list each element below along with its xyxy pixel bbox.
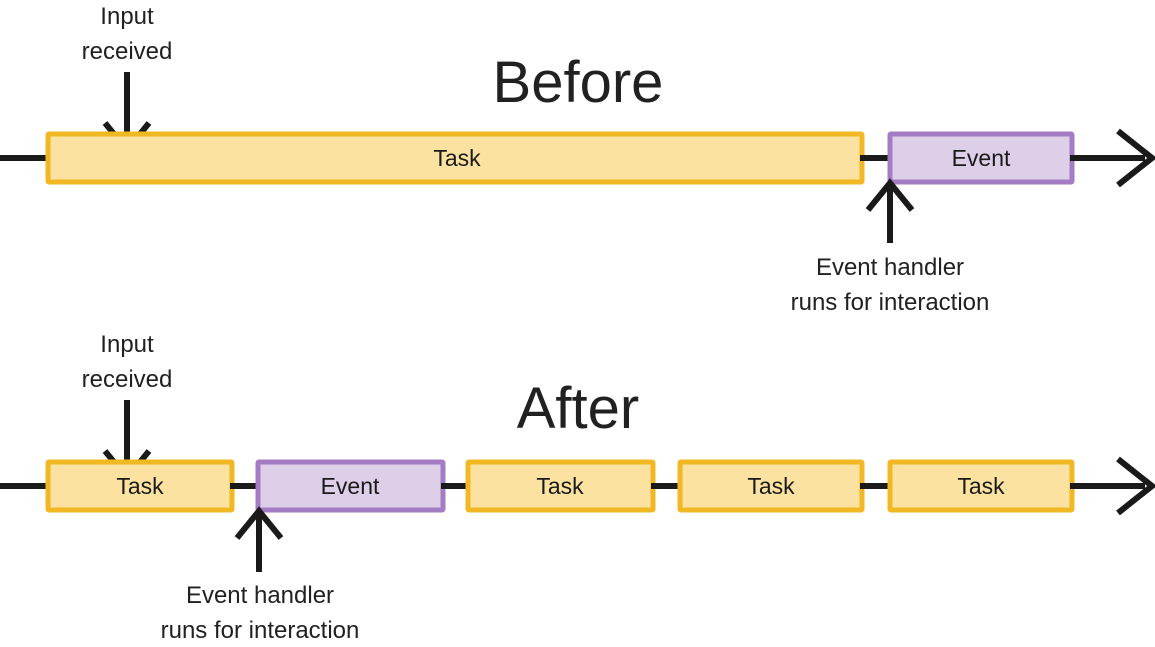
after-section: After Input received Task Ev (0, 331, 1155, 644)
before-section: Before Input received Task (0, 3, 1155, 316)
before-event-label: Event (952, 145, 1011, 171)
before-event-arrow-icon (865, 178, 915, 243)
after-task-label-2: Task (536, 473, 584, 499)
after-event-label: Event (321, 473, 380, 499)
before-input-annotation: Input received (82, 3, 173, 155)
after-task-block-2: Task (465, 459, 656, 513)
after-task-label-3: Task (747, 473, 795, 499)
after-task-block-4: Task (887, 459, 1075, 513)
after-task-block-1: Task (45, 459, 235, 513)
after-event-block: Event (255, 459, 446, 513)
after-event-annotation-line2: runs for interaction (161, 617, 360, 644)
before-input-annotation-line2: received (82, 38, 173, 65)
before-title: Before (493, 50, 664, 115)
after-task-block-3: Task (677, 459, 865, 513)
before-event-annotation-line1: Event handler (816, 254, 964, 281)
before-event-annotation: Event handler runs for interaction (791, 178, 990, 316)
before-timeline-end-arrow-icon (1070, 128, 1155, 188)
after-event-annotation: Event handler runs for interaction (161, 506, 360, 644)
before-input-annotation-line1: Input (100, 3, 154, 30)
after-input-annotation-line2: received (82, 366, 173, 393)
after-timeline-end-arrow-icon (1070, 456, 1155, 516)
after-task-label-4: Task (957, 473, 1005, 499)
after-task-label-1: Task (116, 473, 164, 499)
after-input-annotation: Input received (82, 331, 173, 483)
before-task-block: Task (45, 131, 865, 185)
before-event-block: Event (887, 131, 1075, 185)
before-event-annotation-line2: runs for interaction (791, 289, 990, 316)
after-title: After (517, 376, 640, 441)
after-event-arrow-icon (234, 506, 284, 572)
before-task-label: Task (433, 145, 481, 171)
after-event-annotation-line1: Event handler (186, 582, 334, 609)
after-input-annotation-line1: Input (100, 331, 154, 358)
